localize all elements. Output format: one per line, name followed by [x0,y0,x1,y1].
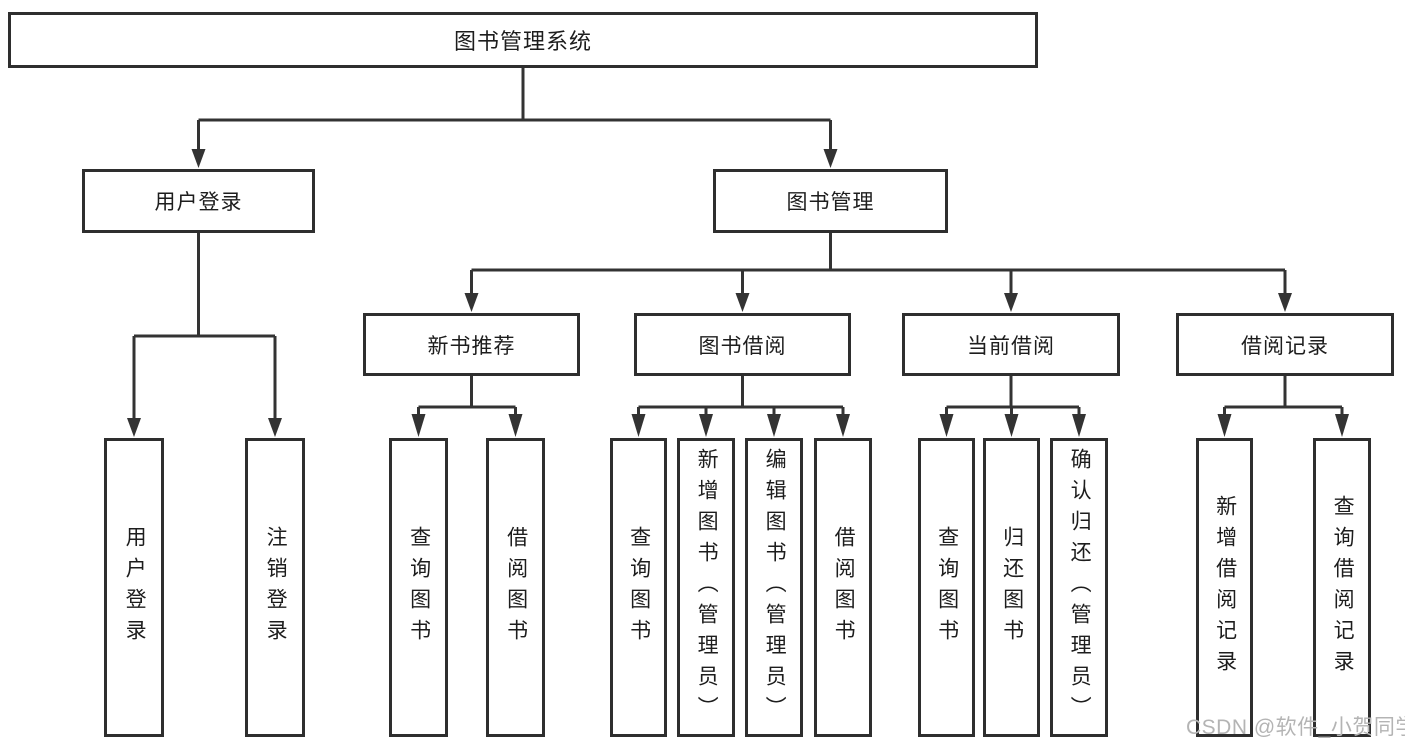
node-current-borrow: 当前借阅 [902,313,1120,376]
connector-user-login [127,233,282,437]
leaf-label: 查询借阅记录 [1331,494,1355,681]
leaf-label: 查询图书 [627,525,651,650]
leaf-borrow-book: 借阅图书 [814,438,872,737]
leaf-label: 查询图书 [407,525,431,650]
leaf-user-login: 用户登录 [104,438,164,737]
node-borrow-record: 借阅记录 [1176,313,1394,376]
connector-book-management [464,233,1292,312]
connector-root [191,68,838,168]
leaf-confirm-return-admin: 确认归还（管理员） [1050,438,1108,737]
node-label: 用户登录 [154,191,243,214]
node-book-management: 图书管理 [713,169,948,233]
leaf-label: 查询图书 [935,525,959,650]
leaf-query-borrow-record: 查询借阅记录 [1313,438,1371,737]
node-label: 图书管理 [786,191,875,214]
connector-new-book-recommend [411,376,523,437]
leaf-query-book-recommend: 查询图书 [389,438,448,737]
leaf-label: 注销登录 [264,525,288,650]
leaf-query-book-current: 查询图书 [918,438,975,737]
leaf-label: 编辑图书（管理员） [763,448,787,727]
leaf-borrow-book-recommend: 借阅图书 [486,438,545,737]
connector-current-borrow [939,376,1086,437]
node-label: 图书借阅 [698,334,787,358]
leaf-edit-book-admin: 编辑图书（管理员） [745,438,803,737]
node-new-book-recommend: 新书推荐 [363,313,580,376]
leaf-label: 用户登录 [123,525,147,650]
leaf-logout: 注销登录 [245,438,305,737]
node-user-login: 用户登录 [82,169,315,233]
node-label: 借阅记录 [1241,334,1329,358]
leaf-label: 确认归还（管理员） [1068,448,1092,727]
node-root-library-system: 图书管理系统 [8,12,1038,68]
leaf-label: 借阅图书 [504,525,528,650]
leaf-add-borrow-record: 新增借阅记录 [1196,438,1253,737]
leaf-label: 借阅图书 [832,525,856,650]
leaf-label: 新增借阅记录 [1213,494,1237,681]
node-book-borrow: 图书借阅 [634,313,851,376]
node-label: 当前借阅 [967,334,1055,358]
csdn-watermark: CSDN @软件_小贺同学 [1186,716,1405,739]
node-label: 图书管理系统 [453,29,592,54]
leaf-label: 新增图书（管理员） [695,448,719,727]
leaf-add-book-admin: 新增图书（管理员） [677,438,735,737]
leaf-query-book-borrow: 查询图书 [610,438,667,737]
leaf-return-book: 归还图书 [983,438,1040,737]
node-label: 新书推荐 [427,334,516,358]
connector-borrow-record [1217,376,1349,437]
leaf-label: 归还图书 [1000,525,1024,650]
connector-book-borrow [631,376,850,437]
